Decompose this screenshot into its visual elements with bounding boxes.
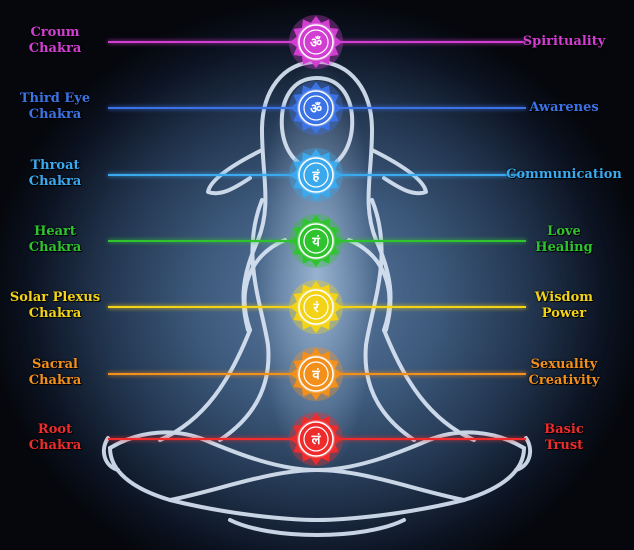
- chakra-name-line2: Chakra: [28, 373, 82, 388]
- chakra-symbol-icon: हं: [288, 147, 344, 203]
- chakra-quality-line2: Power: [541, 306, 587, 321]
- chakra-symbol-icon: यं: [288, 213, 344, 269]
- chakra-symbol-icon: ॐ: [288, 80, 344, 136]
- chakra-name-line2: Chakra: [28, 41, 82, 56]
- chakra-name-line1: Croum: [30, 25, 80, 40]
- chakra-quality-line1: Spirituality: [522, 34, 606, 49]
- chakra-symbol-icon: रं: [288, 279, 344, 335]
- chakra-symbol-icon: लं: [288, 411, 344, 467]
- svg-text:ॐ: ॐ: [310, 101, 322, 117]
- chakra-symbol-icon: ॐ: [288, 14, 344, 70]
- svg-text:रं: रं: [312, 300, 319, 316]
- chakra-name-line1: Root: [37, 422, 73, 437]
- chakra-quality-line1: Love: [547, 224, 581, 239]
- chakra-quality-label: Awarenes: [502, 100, 626, 116]
- chakra-quality-label: Spirituality: [502, 34, 626, 50]
- chakra-name-line1: Third Eye: [19, 91, 91, 106]
- chakra-quality-line1: Communication: [506, 167, 622, 182]
- chakra-quality-line2: Creativity: [528, 373, 600, 388]
- svg-text:हं: हं: [312, 168, 321, 184]
- chakra-name-line2: Chakra: [28, 240, 82, 255]
- chakra-name-line2: Chakra: [28, 174, 82, 189]
- chakra-name-line2: Chakra: [28, 107, 82, 122]
- chakra-quality-line1: Basic: [544, 422, 584, 437]
- svg-text:वं: वं: [311, 367, 320, 383]
- chakra-quality-line2: Trust: [544, 438, 584, 453]
- chakra-name-line1: Solar Plexus: [9, 290, 101, 305]
- chakra-quality-line1: Wisdom: [534, 290, 594, 305]
- chakra-name-line2: Chakra: [28, 306, 82, 321]
- chakra-quality-label: Communication: [502, 167, 626, 183]
- chakra-quality-line1: Sexuality: [530, 357, 598, 372]
- svg-text:लं: लं: [311, 432, 322, 448]
- chakra-name-line1: Heart: [34, 224, 76, 239]
- svg-text:ॐ: ॐ: [310, 35, 322, 51]
- chakra-name-line2: Chakra: [28, 438, 82, 453]
- chakra-name-line1: Throat: [30, 158, 80, 173]
- chakra-symbol-icon: वं: [288, 346, 344, 402]
- chakra-name-line1: Sacral: [32, 357, 78, 372]
- svg-text:यं: यं: [311, 234, 320, 250]
- chakra-quality-line1: Awarenes: [529, 100, 599, 115]
- chakra-quality-line2: Healing: [535, 240, 593, 255]
